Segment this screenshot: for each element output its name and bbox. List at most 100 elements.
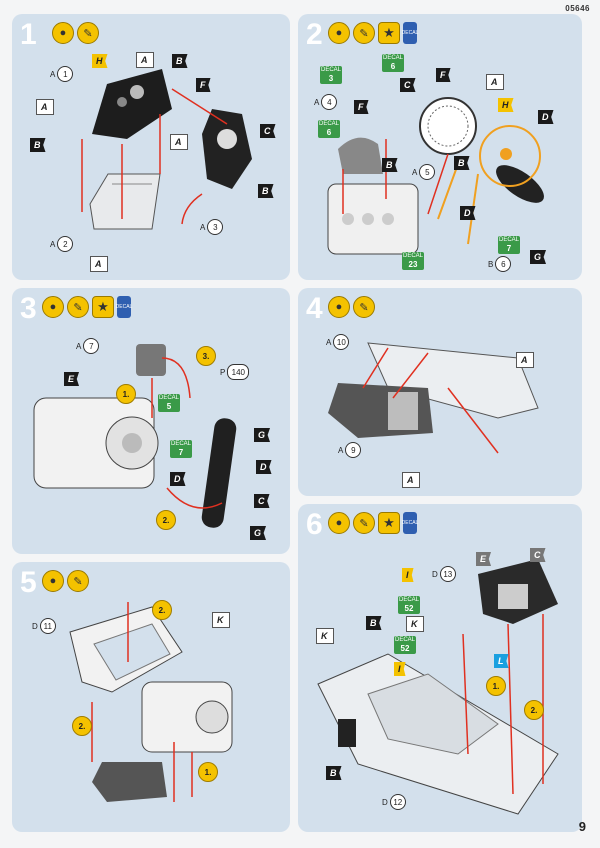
sequence-marker: 2.	[72, 716, 92, 736]
step-5-illustration	[69, 602, 233, 802]
paint-brush-icon: ✎	[67, 296, 89, 318]
doc-number: 05646	[565, 4, 590, 13]
engine-block-part	[92, 69, 172, 139]
part-label: F	[354, 100, 369, 114]
part-label: G	[250, 526, 267, 540]
step-number: 5	[20, 566, 37, 599]
part-label: E	[476, 552, 492, 566]
sequence-marker: 1.	[198, 762, 218, 782]
part-label: G	[254, 428, 271, 442]
sequence-marker: 2.	[152, 600, 172, 620]
paint-brush-icon: ✎	[353, 22, 375, 44]
sequence-marker: 2.	[156, 510, 176, 530]
sequence-marker: 1.	[486, 676, 506, 696]
frame-part	[69, 606, 183, 693]
step-number: 3	[20, 292, 37, 325]
transmission-part	[328, 383, 433, 438]
bracket-part	[136, 344, 166, 376]
glue-icon: ●	[328, 512, 350, 534]
step-6-icons: ● ✎ ★ DECAL	[328, 512, 418, 534]
sequence-marker: 2.	[524, 700, 544, 720]
step-number: 4	[306, 292, 323, 325]
part-label: B	[30, 138, 46, 152]
step-2-illustration	[327, 97, 544, 255]
part-label: B	[258, 184, 274, 198]
glue-icon: ●	[42, 570, 64, 592]
step-1-icons: ● ✎	[52, 22, 99, 44]
part-label: B	[326, 766, 342, 780]
part-label: A	[136, 52, 154, 68]
glue-icon: ●	[328, 22, 350, 44]
part-label: I	[394, 662, 406, 676]
star-icon: ★	[92, 296, 114, 318]
sequence-marker: 1.	[116, 384, 136, 404]
step-number: 2	[306, 18, 323, 51]
part-label: B	[382, 158, 398, 172]
sequence-marker: 3.	[196, 346, 216, 366]
part-label: K	[406, 616, 424, 632]
paint-brush-icon: ✎	[67, 570, 89, 592]
step-6-illustration	[317, 559, 559, 815]
part-label: A	[516, 352, 534, 368]
part-label: A	[170, 134, 188, 150]
step-3-illustration	[33, 344, 237, 528]
part-label: E	[64, 372, 80, 386]
part-label: A	[486, 74, 504, 90]
decal-water-icon: DECAL	[402, 22, 418, 44]
step-4-illustration	[328, 342, 539, 454]
step-5-icons: ● ✎	[42, 570, 89, 592]
part-label: C	[400, 78, 416, 92]
part-label: A	[90, 256, 108, 272]
belt-part	[201, 418, 237, 528]
decal-water-icon: DECAL	[116, 296, 132, 318]
part-label: D	[460, 206, 476, 220]
part-label: F	[436, 68, 451, 82]
star-icon: ★	[378, 512, 400, 534]
part-label: G	[530, 250, 547, 264]
paint-brush-icon: ✎	[353, 512, 375, 534]
glue-icon: ●	[42, 296, 64, 318]
part-label: B	[172, 54, 188, 68]
glue-icon: ●	[52, 22, 74, 44]
step-number: 6	[306, 508, 323, 541]
part-label: H	[92, 54, 108, 68]
chassis-part	[367, 342, 539, 419]
part-label: C	[254, 494, 270, 508]
engine-part	[141, 681, 233, 753]
part-label: D	[170, 472, 186, 486]
engine-part	[33, 397, 159, 489]
step-3-icons: ● ✎ ★ DECAL	[42, 296, 132, 318]
oil-pan-part	[89, 173, 161, 230]
part-label: B	[366, 616, 382, 630]
part-label: I	[402, 568, 414, 582]
page-number: 9	[578, 819, 586, 834]
manifold-part	[338, 137, 383, 174]
rear-panel-part	[338, 719, 356, 747]
part-label: C	[530, 548, 546, 562]
star-icon: ★	[378, 22, 400, 44]
chassis-part	[317, 653, 559, 815]
part-label: A	[402, 472, 420, 488]
glue-icon: ●	[328, 296, 350, 318]
